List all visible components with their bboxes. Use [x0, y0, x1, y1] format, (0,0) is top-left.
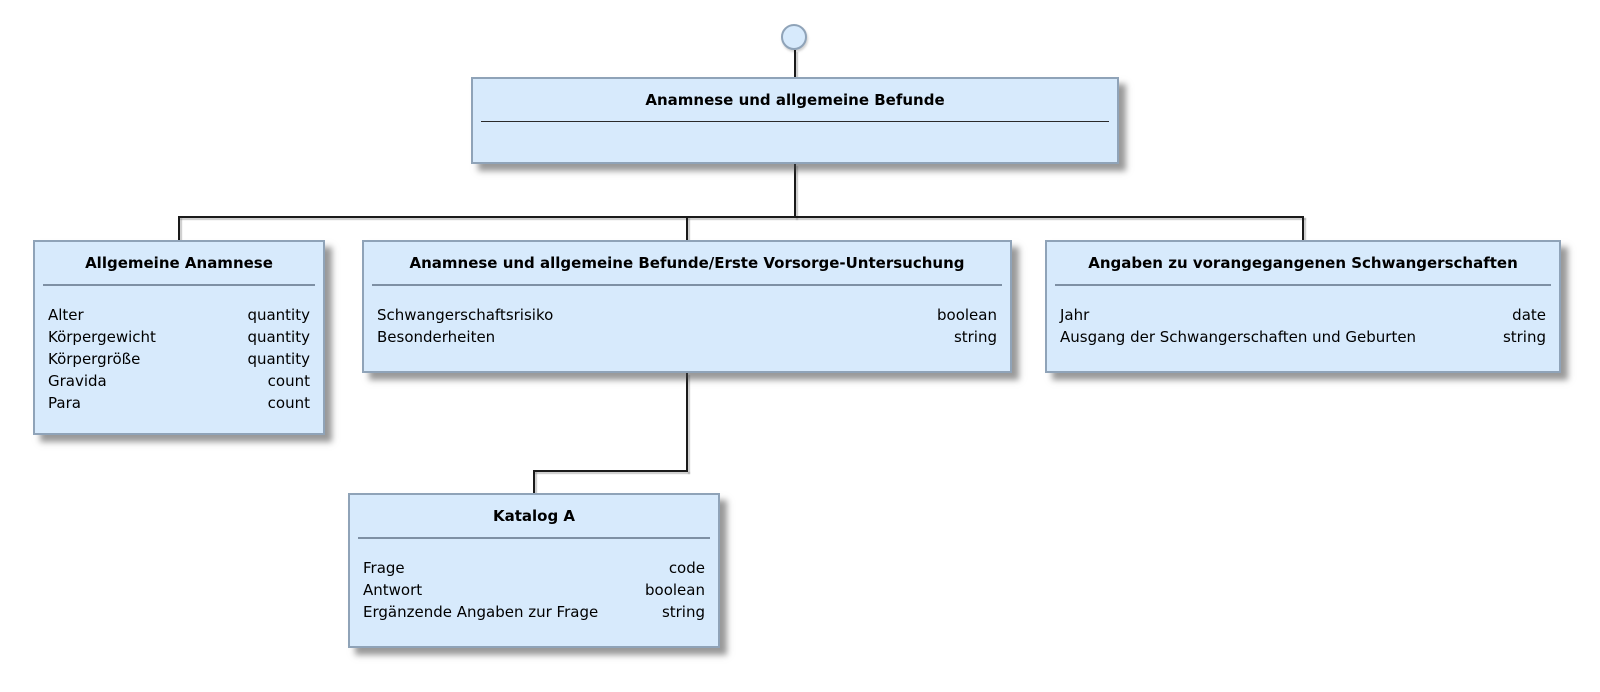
node-title: Katalog A	[492, 507, 576, 525]
attribute-type: quantity	[247, 328, 310, 346]
attribute-name: Körpergewicht	[48, 328, 156, 346]
connector-trunk	[794, 164, 796, 218]
attribute-name: Antwort	[363, 581, 423, 599]
node-vorangegangene-schwangerschaften[interactable]: Angaben zu vorangegangenen Schwangerscha…	[1045, 240, 1561, 373]
attribute-row: Gravida count	[48, 370, 310, 392]
node-erste-vorsorge-untersuchung[interactable]: Anamnese und allgemeine Befunde/Erste Vo…	[362, 240, 1012, 373]
connector-mid-horz	[533, 470, 688, 472]
attribute-name: Jahr	[1060, 306, 1090, 324]
attribute-row: Besonderheiten string	[377, 326, 997, 348]
attribute-name: Ergänzende Angaben zur Frage	[363, 603, 599, 621]
attribute-list	[473, 122, 1117, 140]
attribute-name: Körpergröße	[48, 350, 141, 368]
title-separator	[1055, 284, 1551, 286]
attribute-name: Gravida	[48, 372, 107, 390]
attribute-name: Para	[48, 394, 81, 412]
title-separator	[481, 121, 1109, 122]
node-title: Angaben zu vorangegangenen Schwangerscha…	[1088, 254, 1518, 272]
attribute-name: Ausgang der Schwangerschaften und Geburt…	[1060, 328, 1417, 346]
connector-drop-left	[178, 216, 180, 240]
attribute-name: Besonderheiten	[377, 328, 496, 346]
attribute-list: Frage code Antwort boolean Ergänzende An…	[350, 539, 718, 623]
attribute-row: Antwort boolean	[363, 579, 705, 601]
attribute-row: Schwangerschaftsrisiko boolean	[377, 304, 997, 326]
attribute-type: date	[1512, 306, 1546, 324]
connector-drop-right	[1302, 216, 1304, 240]
connector-drop-mid	[686, 216, 688, 240]
title-separator	[358, 537, 710, 539]
node-anamnese-und-allgemeine-befunde[interactable]: Anamnese und allgemeine Befunde	[471, 77, 1119, 164]
attribute-row: Körpergewicht quantity	[48, 326, 310, 348]
attribute-type: boolean	[937, 306, 997, 324]
node-title: Anamnese und allgemeine Befunde/Erste Vo…	[409, 254, 965, 272]
attribute-row: Ausgang der Schwangerschaften und Geburt…	[1060, 326, 1546, 348]
attribute-row: Ergänzende Angaben zur Frage string	[363, 601, 705, 623]
connector-mid-down	[686, 373, 688, 472]
attribute-type: string	[1502, 328, 1546, 346]
root-circle-icon[interactable]	[781, 24, 807, 50]
attribute-row: Körpergröße quantity	[48, 348, 310, 370]
attribute-row: Alter quantity	[48, 304, 310, 326]
attribute-name: Frage	[363, 559, 405, 577]
attribute-row: Jahr date	[1060, 304, 1546, 326]
attribute-list: Jahr date Ausgang der Schwangerschaften …	[1047, 286, 1559, 348]
attribute-type: quantity	[247, 350, 310, 368]
node-allgemeine-anamnese[interactable]: Allgemeine Anamnese Alter quantity Körpe…	[33, 240, 325, 435]
attribute-name: Schwangerschaftsrisiko	[377, 306, 554, 324]
title-separator	[372, 284, 1002, 286]
connector-katalog-down	[533, 470, 535, 493]
node-katalog-a[interactable]: Katalog A Frage code Antwort boolean Erg…	[348, 493, 720, 648]
attribute-type: string	[661, 603, 705, 621]
attribute-type: code	[668, 559, 705, 577]
attribute-type: count	[267, 394, 310, 412]
attribute-list: Schwangerschaftsrisiko boolean Besonderh…	[364, 286, 1010, 348]
attribute-row: Frage code	[363, 557, 705, 579]
attribute-type: count	[267, 372, 310, 390]
attribute-name: Alter	[48, 306, 84, 324]
attribute-list: Alter quantity Körpergewicht quantity Kö…	[35, 286, 323, 414]
connector-tee	[178, 216, 1304, 218]
node-title: Allgemeine Anamnese	[85, 254, 273, 272]
title-separator	[43, 284, 315, 286]
attribute-type: string	[953, 328, 997, 346]
connector-root-stem	[794, 50, 796, 77]
attribute-type: quantity	[247, 306, 310, 324]
attribute-type: boolean	[645, 581, 705, 599]
attribute-row: Para count	[48, 392, 310, 414]
node-title: Anamnese und allgemeine Befunde	[645, 91, 945, 109]
